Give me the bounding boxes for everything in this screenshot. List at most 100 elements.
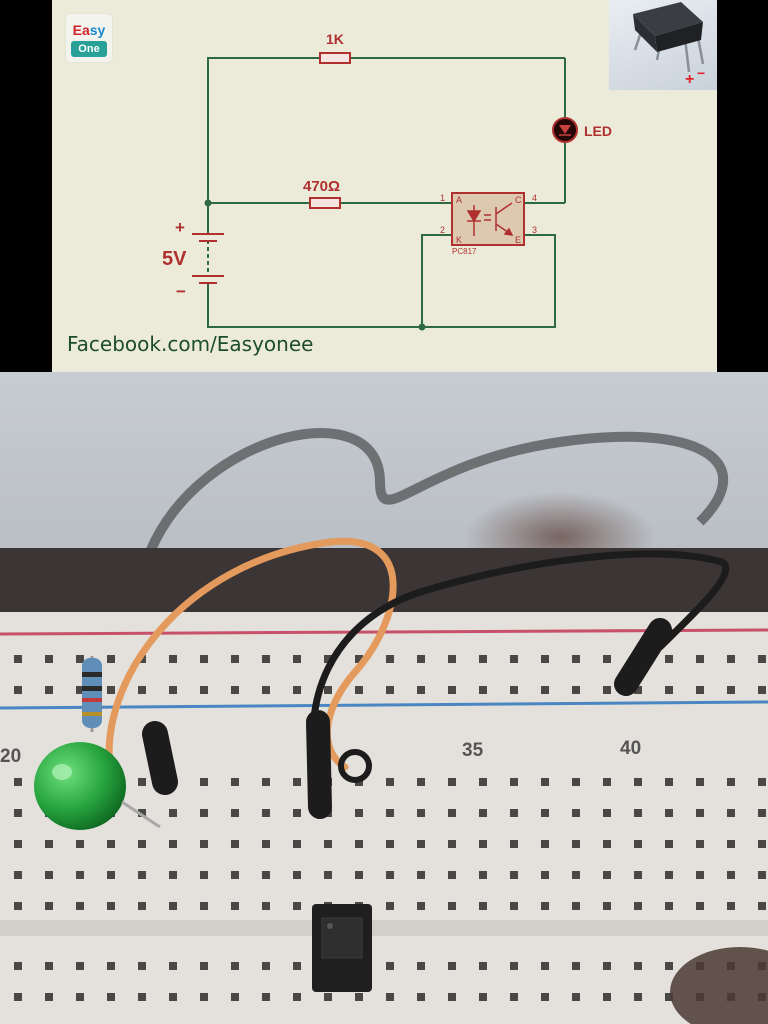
breadboard-hole — [200, 655, 208, 663]
breadboard-hole — [417, 809, 425, 817]
breadboard-hole — [541, 840, 549, 848]
breadboard-hole — [758, 655, 766, 663]
breadboard-hole — [231, 686, 239, 694]
cathode-label: K — [456, 235, 462, 245]
breadboard-hole — [665, 655, 673, 663]
breadboard-hole — [169, 809, 177, 817]
optocoupler-diode-icon — [466, 205, 491, 236]
breadboard-hole — [324, 871, 332, 879]
breadboard-hole — [727, 655, 735, 663]
breadboard-hole — [293, 809, 301, 817]
breadboard-hole — [541, 902, 549, 910]
breadboard-hole — [696, 686, 704, 694]
breadboard-hole — [107, 962, 115, 970]
breadboard-hole — [76, 902, 84, 910]
breadboard-hole — [634, 809, 642, 817]
breadboard-hole — [293, 993, 301, 1001]
breadboard-hole — [696, 871, 704, 879]
column-label-20: 20 — [0, 746, 21, 767]
center-channel — [0, 920, 768, 936]
breadboard-hole — [262, 809, 270, 817]
breadboard-hole — [665, 871, 673, 879]
breadboard-hole — [665, 902, 673, 910]
breadboard-hole — [541, 871, 549, 879]
pc817-label: PC817 — [452, 247, 477, 256]
breadboard-hole — [45, 655, 53, 663]
battery-plus-label: + — [175, 218, 185, 237]
breadboard-hole — [634, 993, 642, 1001]
breadboard-hole — [138, 871, 146, 879]
breadboard-hole — [758, 871, 766, 879]
breadboard-hole — [262, 655, 270, 663]
breadboard-hole — [76, 962, 84, 970]
breadboard-hole — [355, 840, 363, 848]
breadboard-hole — [727, 686, 735, 694]
breadboard-hole — [14, 778, 22, 786]
breadboard-hole — [14, 809, 22, 817]
breadboard-hole — [386, 778, 394, 786]
breadboard-hole — [696, 655, 704, 663]
breadboard-hole — [448, 655, 456, 663]
breadboard-hole — [479, 902, 487, 910]
breadboard-hole — [603, 993, 611, 1001]
circuit-schematic: 1K 470Ω LED + 5V − — [162, 31, 612, 331]
breadboard-hole — [293, 655, 301, 663]
breadboard-hole — [14, 655, 22, 663]
breadboard-hole — [45, 962, 53, 970]
breadboard-hole — [200, 809, 208, 817]
breadboard-hole — [107, 840, 115, 848]
breadboard-hole — [200, 778, 208, 786]
breadboard-hole — [355, 871, 363, 879]
breadboard-hole — [417, 993, 425, 1001]
breadboard-hole — [572, 655, 580, 663]
breadboard-hole — [231, 778, 239, 786]
breadboard-hole — [76, 840, 84, 848]
breadboard-hole — [448, 840, 456, 848]
breadboard-photo: 20 35 40 — [0, 372, 768, 1024]
breadboard-hole — [665, 809, 673, 817]
pin-4-label: 4 — [532, 193, 537, 203]
jumper-wire-black — [306, 550, 730, 819]
pin-1-label: 1 — [440, 193, 445, 203]
breadboard-hole — [727, 871, 735, 879]
breadboard-hole — [510, 778, 518, 786]
optocoupler-pc817 — [451, 192, 525, 246]
emitter-label: E — [515, 235, 521, 245]
breadboard-hole — [696, 809, 704, 817]
breadboard-hole — [45, 902, 53, 910]
breadboard-hole — [758, 778, 766, 786]
breadboard-hole — [293, 840, 301, 848]
breadboard-hole — [696, 902, 704, 910]
breadboard-hole — [200, 993, 208, 1001]
breadboard-hole — [510, 655, 518, 663]
breadboard-hole — [572, 871, 580, 879]
breadboard-hole — [386, 809, 394, 817]
breadboard-hole — [758, 840, 766, 848]
breadboard-hole — [479, 655, 487, 663]
breadboard-hole — [665, 993, 673, 1001]
jumper-wire-orange — [105, 537, 397, 771]
breadboard-hole — [572, 962, 580, 970]
breadboard-hole — [262, 778, 270, 786]
breadboard-hole — [45, 686, 53, 694]
breadboard-hole — [510, 902, 518, 910]
breadboard-hole — [169, 655, 177, 663]
breadboard-hole — [45, 871, 53, 879]
breadboard-hole — [634, 686, 642, 694]
breadboard-hole — [603, 840, 611, 848]
pin-3-label: 3 — [532, 225, 537, 235]
optocoupler-transistor-icon — [495, 202, 514, 236]
breadboard-hole — [107, 655, 115, 663]
breadboard-hole — [231, 655, 239, 663]
junction-dot — [418, 323, 426, 331]
breadboard-hole — [572, 809, 580, 817]
breadboard-hole — [293, 778, 301, 786]
breadboard-hole — [138, 778, 146, 786]
breadboard-hole — [758, 686, 766, 694]
chip-side — [655, 22, 703, 52]
logo-easy-text: Easy — [66, 22, 112, 38]
breadboard-hole — [448, 902, 456, 910]
logo-easy-part1: Ea — [72, 22, 90, 38]
chip-body — [633, 2, 703, 36]
breadboard-hole — [324, 993, 332, 1001]
